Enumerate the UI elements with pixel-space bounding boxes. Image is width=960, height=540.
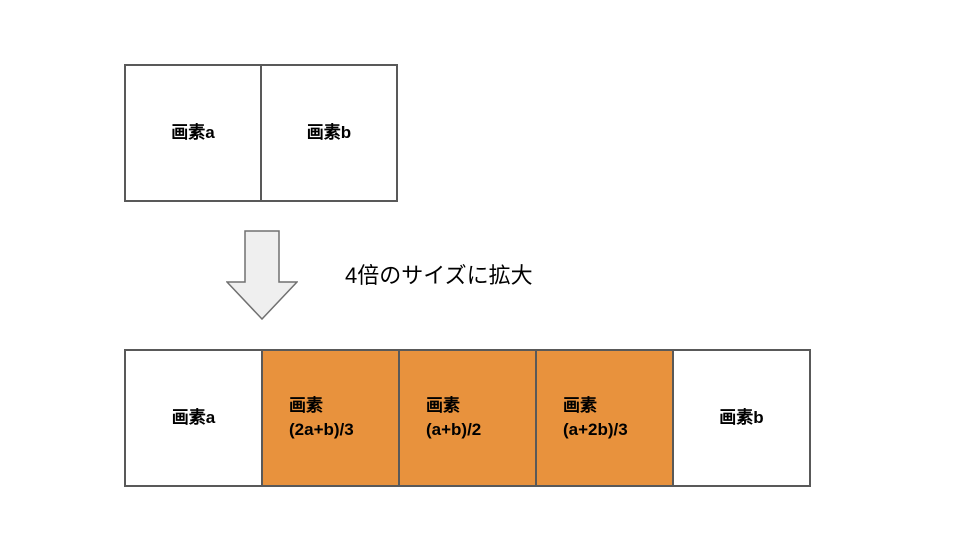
enlarged-pixel-row: 画素a 画素 (2a+b)/3 画素 (a+b)/2 画素 (a+2b)/3 画…: [124, 349, 811, 487]
interpolated-pixel-1-line2: (2a+b)/3: [289, 420, 354, 439]
interpolated-pixel-3-line1: 画素: [563, 396, 597, 415]
pixel-a-box: 画素a: [124, 64, 262, 202]
pixel-b-box: 画素b: [260, 64, 398, 202]
interpolated-pixel-1-box: 画素 (2a+b)/3: [261, 349, 400, 487]
original-pixel-row: 画素a 画素b: [124, 64, 398, 202]
interpolated-pixel-1-line1: 画素: [289, 396, 323, 415]
enlarged-pixel-b-box: 画素b: [672, 349, 811, 487]
interpolated-pixel-2-label: 画素 (a+b)/2: [400, 394, 481, 442]
enlarged-pixel-b-label: 画素b: [719, 408, 764, 427]
enlarged-pixel-a-box: 画素a: [124, 349, 263, 487]
interpolated-pixel-2-box: 画素 (a+b)/2: [398, 349, 537, 487]
interpolated-pixel-3-box: 画素 (a+2b)/3: [535, 349, 674, 487]
interpolated-pixel-1-label: 画素 (2a+b)/3: [263, 394, 354, 442]
scale-caption: 4倍のサイズに拡大: [345, 263, 533, 288]
interpolated-pixel-3-line2: (a+2b)/3: [563, 420, 628, 439]
interpolated-pixel-2-line1: 画素: [426, 396, 460, 415]
pixel-a-label: 画素a: [171, 123, 215, 142]
enlarged-pixel-a-label: 画素a: [171, 408, 216, 427]
pixel-b-label: 画素b: [306, 123, 352, 142]
interpolated-pixel-3-label: 画素 (a+2b)/3: [537, 394, 628, 442]
interpolated-pixel-2-line2: (a+b)/2: [426, 420, 482, 439]
down-arrow-icon: [225, 230, 299, 321]
